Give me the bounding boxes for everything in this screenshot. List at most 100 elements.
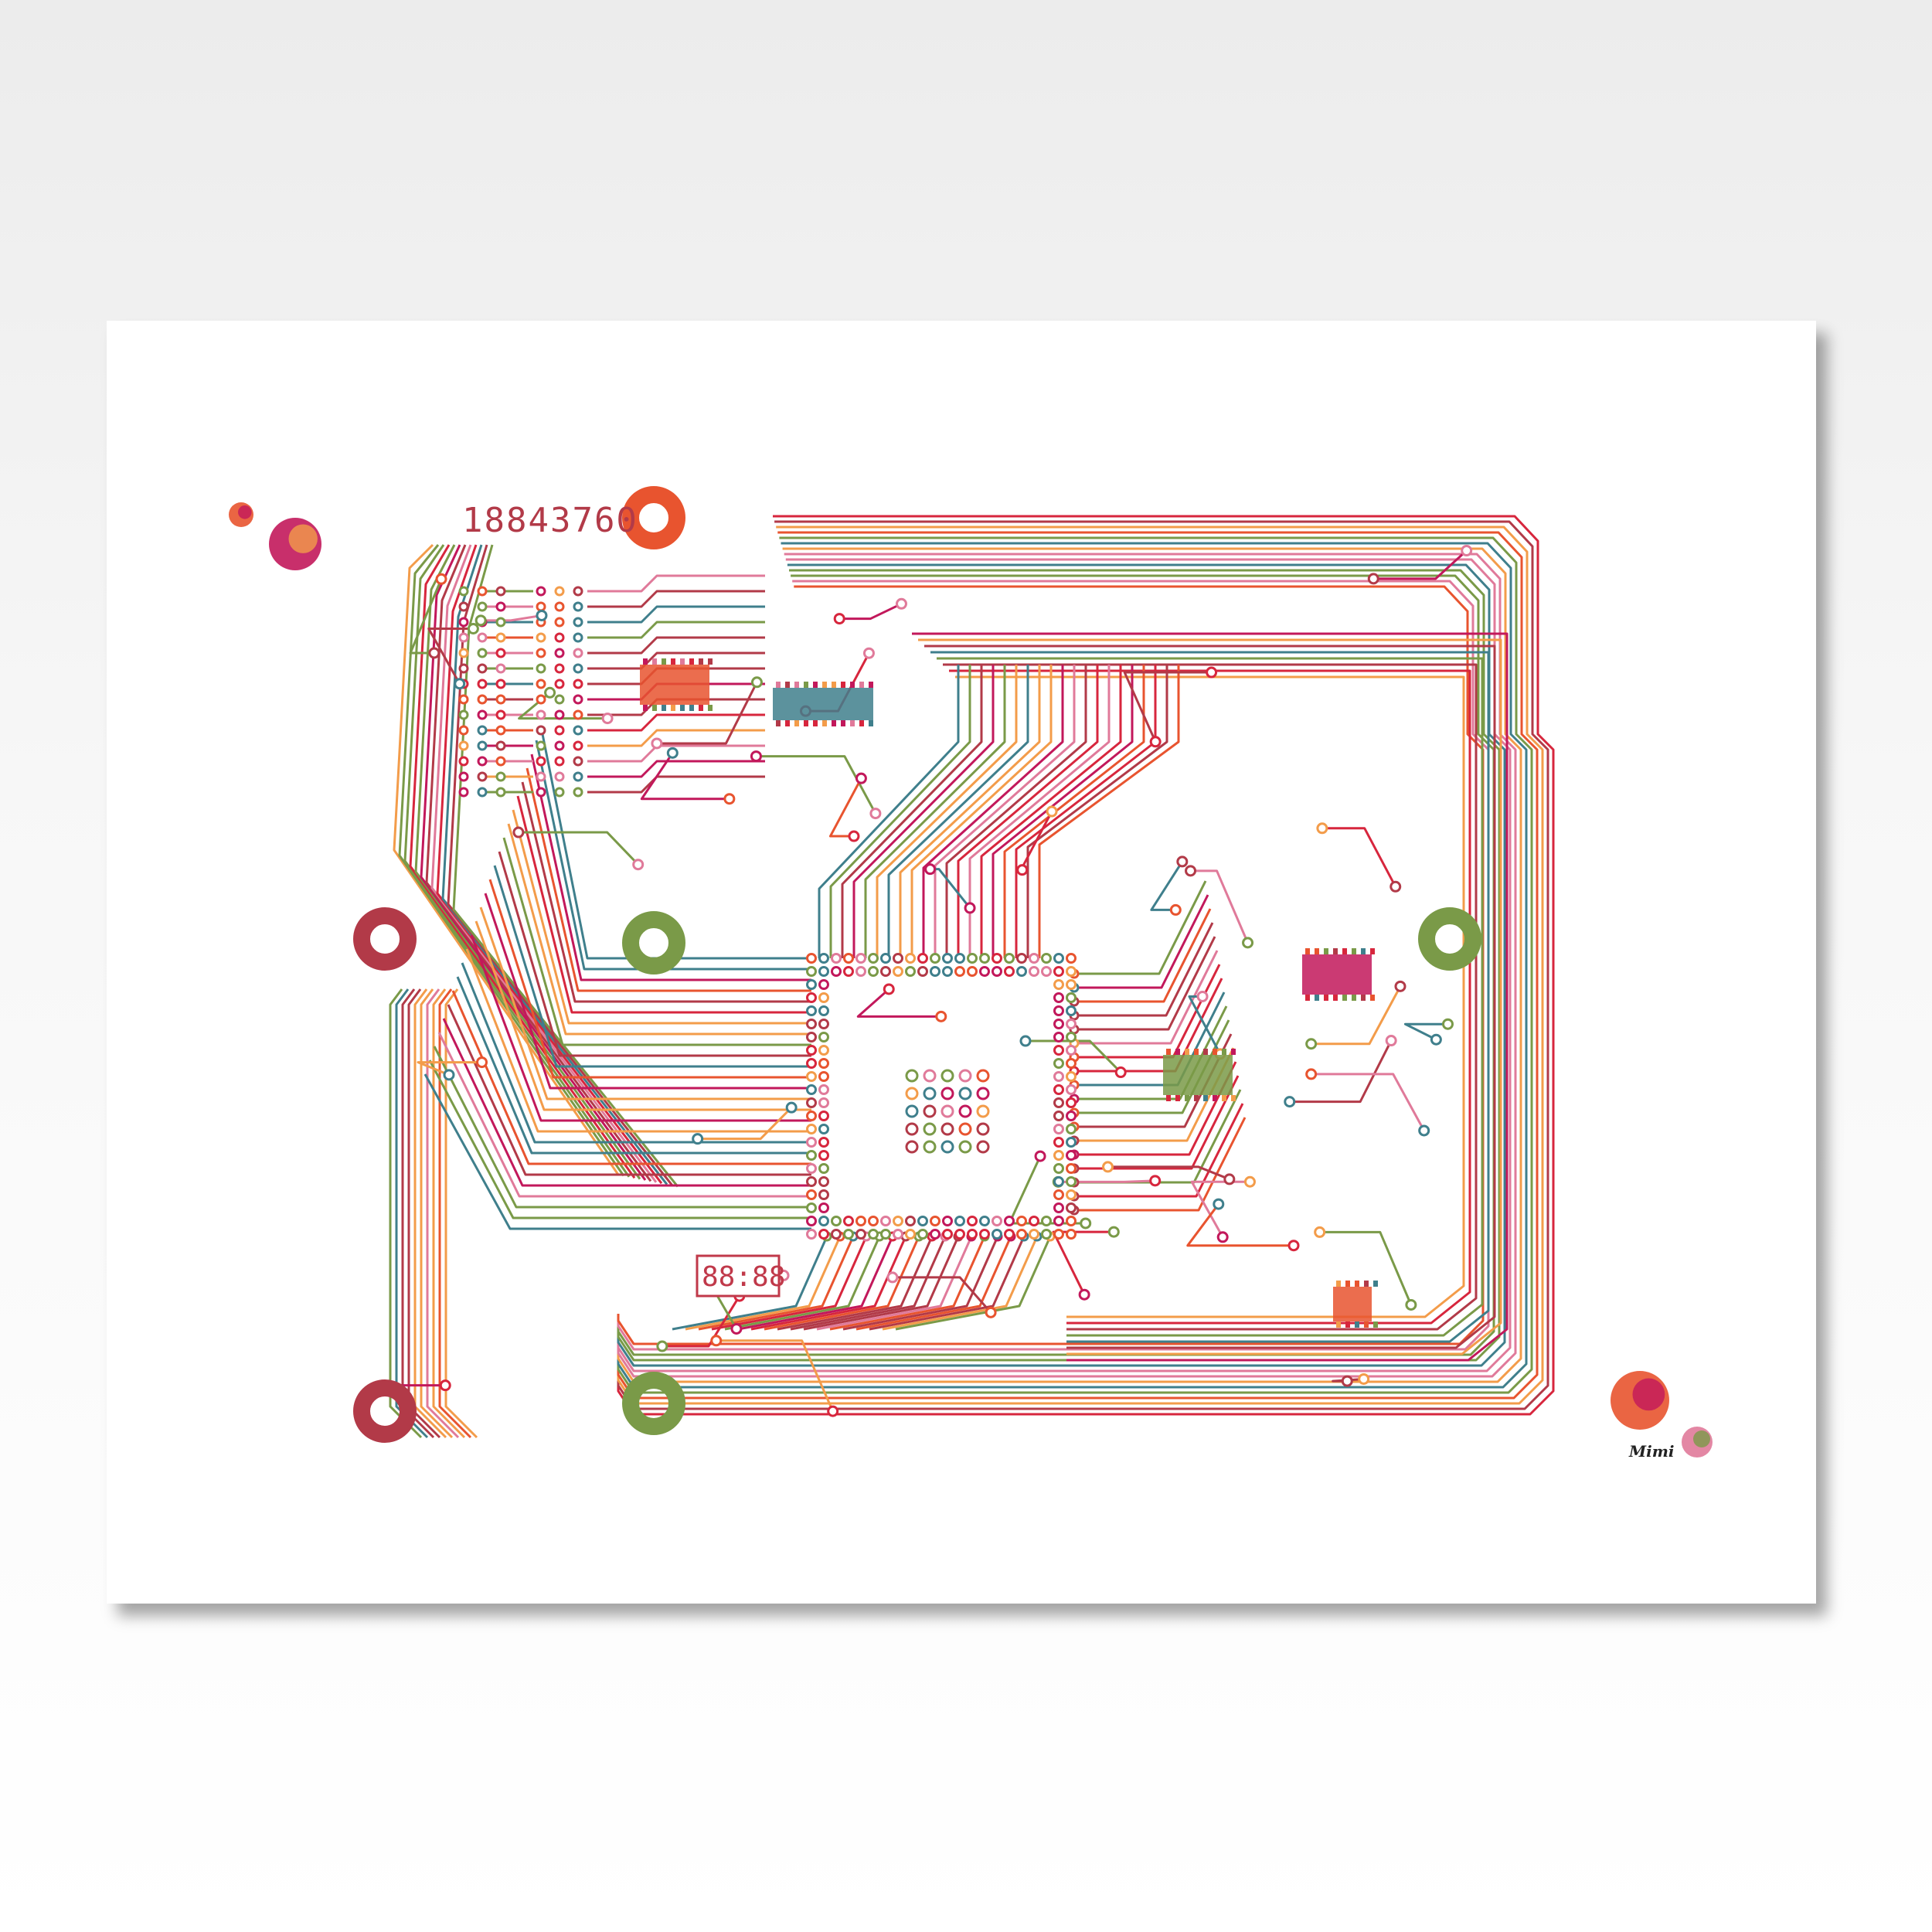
pad	[477, 694, 488, 705]
trace	[420, 988, 454, 1439]
pad	[843, 953, 854, 964]
trace	[587, 775, 765, 794]
pad	[495, 648, 506, 658]
pad	[1287, 1240, 1300, 1252]
pad	[458, 648, 469, 658]
trace	[493, 865, 811, 1068]
pad	[855, 772, 867, 784]
pad	[428, 647, 440, 659]
pad	[1066, 1124, 1077, 1134]
trace	[617, 542, 1528, 1389]
pad	[1066, 1176, 1077, 1187]
trace	[949, 669, 1471, 1325]
pad	[554, 648, 565, 658]
pad	[1066, 1189, 1077, 1200]
trace	[479, 906, 811, 1100]
pad	[554, 756, 565, 767]
pad	[1053, 1150, 1064, 1161]
pad	[880, 953, 891, 964]
pad	[1053, 979, 1064, 990]
trace	[488, 879, 811, 1079]
pad	[818, 1032, 829, 1043]
pad	[495, 725, 506, 736]
pad	[573, 740, 583, 751]
pad	[710, 1335, 723, 1347]
trace	[892, 1276, 992, 1314]
trace	[1074, 1117, 1247, 1212]
pad	[554, 771, 565, 782]
pad	[1053, 1032, 1064, 1043]
pad	[467, 623, 479, 635]
ic-pin	[841, 720, 845, 726]
pad	[905, 1140, 919, 1154]
pad	[855, 953, 866, 964]
trace	[430, 544, 658, 1183]
trace	[433, 1046, 811, 1209]
pad	[512, 826, 525, 838]
pad	[536, 648, 546, 658]
trace	[401, 988, 435, 1439]
ic-pin	[859, 682, 864, 688]
pad	[1053, 1176, 1064, 1187]
pad	[833, 613, 845, 625]
trace	[1074, 936, 1216, 1031]
pad	[477, 771, 488, 782]
pad	[544, 686, 556, 699]
pad	[477, 787, 488, 798]
paint-splatter	[1693, 1430, 1710, 1447]
pad	[868, 953, 879, 964]
pad	[1367, 573, 1379, 585]
pad	[818, 1019, 829, 1029]
pad	[554, 601, 565, 612]
pad	[940, 1104, 954, 1118]
pad	[806, 1084, 817, 1095]
trace	[856, 988, 941, 1018]
ic-pin	[1333, 948, 1338, 954]
ic-pin	[1203, 1095, 1208, 1101]
trace	[518, 831, 639, 866]
trace	[452, 544, 679, 1188]
trace	[451, 990, 811, 1165]
ic-pin	[652, 658, 657, 665]
trace	[697, 1107, 793, 1141]
pad	[1066, 1071, 1077, 1082]
trace	[1311, 985, 1402, 1046]
ic-pin	[680, 658, 685, 665]
ic-pin	[1305, 995, 1310, 1001]
pad	[923, 1122, 937, 1136]
trace	[1289, 1039, 1393, 1104]
pad	[536, 632, 546, 643]
trace	[945, 665, 1087, 958]
pad	[458, 725, 469, 736]
pad	[806, 992, 817, 1003]
pad	[979, 966, 990, 977]
trace	[409, 544, 636, 1179]
trace	[521, 781, 811, 1003]
trace	[587, 574, 765, 593]
pad	[1066, 1163, 1077, 1174]
trace	[662, 1295, 741, 1348]
pad	[1053, 1163, 1064, 1174]
pad	[1114, 1066, 1127, 1079]
pad	[477, 648, 488, 658]
ic-pin	[804, 682, 808, 688]
trace	[617, 547, 1522, 1383]
pad	[806, 1124, 817, 1134]
trace	[1003, 665, 1145, 958]
ic-pin	[1231, 1049, 1236, 1055]
trace	[465, 948, 811, 1133]
ic-chip	[1163, 1055, 1233, 1095]
paint-splatter	[1632, 1378, 1665, 1411]
pad	[1053, 1124, 1064, 1134]
trace	[474, 920, 811, 1111]
ic-pin	[689, 705, 694, 711]
trace	[1123, 671, 1212, 743]
pad	[806, 1150, 817, 1161]
pad	[454, 678, 466, 690]
ic-pin	[794, 720, 799, 726]
trace	[436, 544, 663, 1185]
pad	[806, 1163, 817, 1174]
pad	[495, 679, 506, 689]
pad	[818, 1216, 829, 1226]
trace	[828, 777, 862, 838]
